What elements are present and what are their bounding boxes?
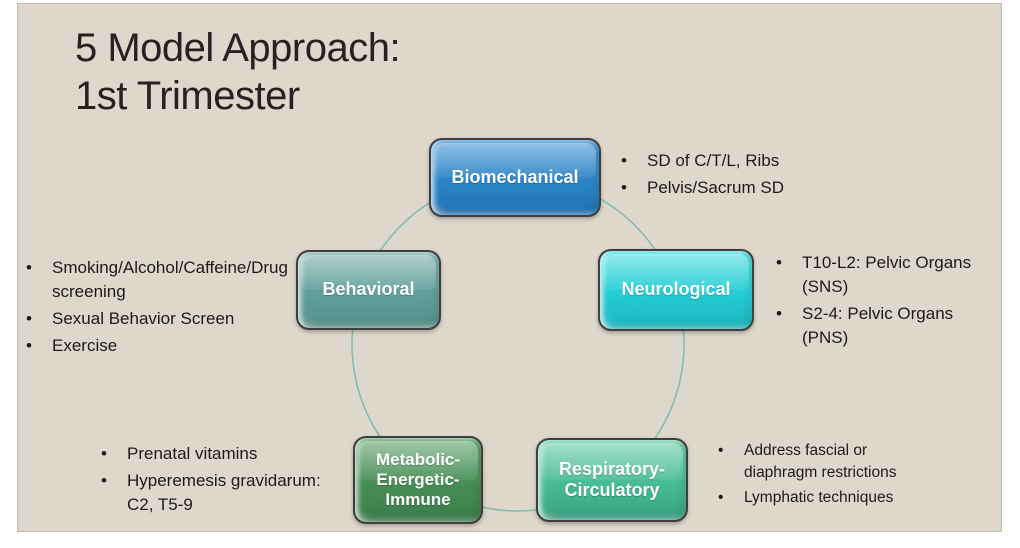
bullet-item: • SD of C/T/L, Ribs <box>621 149 877 173</box>
bullet-item: • Exercise <box>26 334 272 358</box>
node-respiratory-label-line1: Respiratory- <box>558 458 666 479</box>
bullet-text: Hyperemesis gravidarum: C2, T5-9 <box>127 471 321 515</box>
bullet-item: • Prenatal vitamins <box>101 442 349 466</box>
slide-title-line1: 5 Model Approach: <box>75 26 401 70</box>
bullet-dot: • <box>718 442 724 459</box>
bullet-text: S2-4: Pelvic Organs (PNS) <box>802 304 954 348</box>
bullet-item: • Smoking/Alcohol/Caffeine/Drug screenin… <box>26 256 288 304</box>
bullet-dot: • <box>26 309 32 329</box>
bullet-item: • Lymphatic techniques <box>718 487 916 509</box>
bullet-dot: • <box>26 336 32 356</box>
bullet-item: • T10-L2: Pelvic Organs (SNS) <box>776 251 974 299</box>
bullet-list-behavioral: • Smoking/Alcohol/Caffeine/Drug screenin… <box>26 256 288 362</box>
node-respiratory-circulatory: Respiratory- Circulatory <box>536 438 688 522</box>
bullet-dot: • <box>776 304 782 324</box>
bullet-text: Lymphatic techniques <box>744 489 894 506</box>
node-metabolic-label-line2: Energetic- <box>376 469 460 489</box>
bullet-list-neurological: • T10-L2: Pelvic Organs (SNS) • S2-4: Pe… <box>776 251 974 354</box>
bullet-dot: • <box>776 253 782 272</box>
bullet-item: • S2-4: Pelvic Organs (PNS) <box>776 302 974 350</box>
bullet-item: • Hyperemesis gravidarum: C2, T5-9 <box>101 469 349 517</box>
node-behavioral: Behavioral <box>296 250 441 330</box>
slide-title: 5 Model Approach: 1st Trimester <box>75 24 545 120</box>
bullet-dot: • <box>621 151 627 170</box>
bullet-text: Smoking/Alcohol/Caffeine/Drug screening <box>52 258 288 302</box>
slide: 5 Model Approach: 1st Trimester Biomecha… <box>17 3 1002 532</box>
bullet-dot: • <box>101 444 107 463</box>
node-metabolic-label-line3: Immune <box>385 490 451 510</box>
bullet-list-metabolic: • Prenatal vitamins • Hyperemesis gravid… <box>101 442 349 520</box>
node-metabolic-label-line1: Metabolic- <box>375 449 461 469</box>
bullet-dot: • <box>621 178 627 198</box>
bullet-item: • Address fascial or diaphragm restricti… <box>718 440 916 484</box>
node-metabolic-label: Metabolic- Energetic- Immune <box>376 450 460 510</box>
bullet-list-biomechanical: • SD of C/T/L, Ribs • Pelvis/Sacrum SD <box>621 149 877 203</box>
node-biomechanical: Biomechanical <box>429 138 601 217</box>
bullet-text: Sexual Behavior Screen <box>52 309 235 329</box>
node-respiratory-label-line2: Circulatory <box>564 480 660 500</box>
slide-title-line2: 1st Trimester <box>75 74 300 118</box>
bullet-text: SD of C/T/L, Ribs <box>647 151 780 170</box>
bullet-item: • Sexual Behavior Screen <box>26 307 272 331</box>
node-neurological-label: Neurological <box>621 279 731 300</box>
node-respiratory-label: Respiratory- Circulatory <box>559 459 665 501</box>
node-metabolic-energetic-immune: Metabolic- Energetic- Immune <box>353 436 483 524</box>
bullet-dot: • <box>26 258 32 277</box>
bullet-list-respiratory: • Address fascial or diaphragm restricti… <box>718 440 916 512</box>
node-behavioral-label: Behavioral <box>322 279 415 300</box>
bullet-text: Pelvis/Sacrum SD <box>647 178 784 198</box>
node-biomechanical-label: Biomechanical <box>451 166 579 187</box>
bullet-dot: • <box>718 489 724 506</box>
bullet-text: T10-L2: Pelvic Organs (SNS) <box>802 253 972 297</box>
bullet-dot: • <box>101 471 107 491</box>
bullet-text: Exercise <box>52 336 118 356</box>
bullet-text: Prenatal vitamins <box>127 444 258 463</box>
bullet-text: Address fascial or diaphragm restriction… <box>744 442 897 481</box>
bullet-item: • Pelvis/Sacrum SD <box>621 176 877 200</box>
node-neurological: Neurological <box>598 249 754 331</box>
